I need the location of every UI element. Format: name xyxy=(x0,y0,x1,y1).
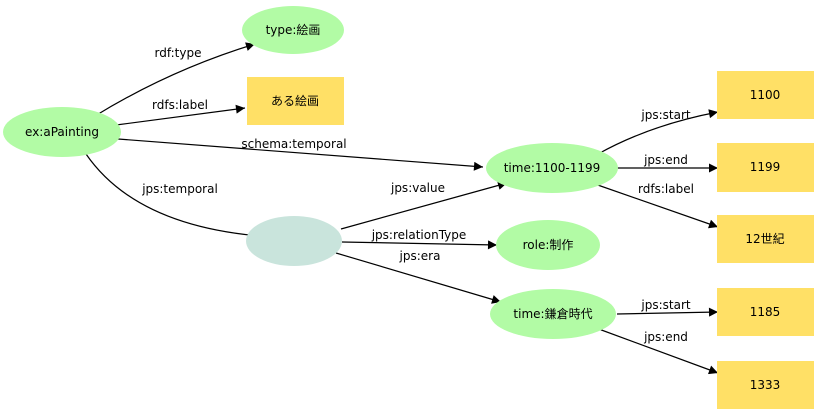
node-literal-12c: 12世紀 xyxy=(717,215,814,263)
node-label-literal-1100: 1100 xyxy=(750,88,781,102)
edge-label-jps-end-2: jps:end xyxy=(643,330,688,344)
node-label-literal-1185: 1185 xyxy=(750,305,781,319)
edge-rdfs-label: rdfs:label xyxy=(115,98,246,126)
node-label-role: role:制作 xyxy=(523,238,574,252)
edge-rdf-type: rdf:type xyxy=(94,42,256,117)
edge-label-jps-value: jps:value xyxy=(390,181,445,195)
node-time-kamakura: time:鎌倉時代 xyxy=(490,289,616,339)
node-literal-1333: 1333 xyxy=(717,361,814,409)
edge-jps-relationtype: jps:relationType xyxy=(341,228,498,250)
node-label-literal-12c: 12世紀 xyxy=(745,232,784,246)
edge-jps-era: jps:era xyxy=(335,249,502,304)
edge-jps-start-1: jps:start xyxy=(597,108,719,155)
node-label-literal-1333: 1333 xyxy=(750,378,781,392)
node-label-painting: ex:aPainting xyxy=(25,125,99,139)
node-literal-1100: 1100 xyxy=(717,71,814,119)
edge-schema-temporal: schema:temporal xyxy=(117,137,484,171)
node-literal-1199: 1199 xyxy=(717,143,814,192)
edge-jps-end-2: jps:end xyxy=(595,327,719,375)
node-label-time-kamakura: time:鎌倉時代 xyxy=(513,306,592,321)
edge-jps-start-2: jps:start xyxy=(616,298,719,317)
edge-jps-value: jps:value xyxy=(340,181,508,230)
edge-jps-temporal: jps:temporal xyxy=(85,153,260,240)
node-label-type: type:絵画 xyxy=(266,22,321,37)
node-label-label-literal: ある絵画 xyxy=(271,93,319,108)
node-label-literal-1199: 1199 xyxy=(750,160,781,174)
edge-label-jps-era: jps:era xyxy=(399,249,441,263)
edge-label-jps-start-1: jps:start xyxy=(640,108,690,122)
node-label-literal: ある絵画 xyxy=(247,77,344,125)
edge-label-jps-temporal: jps:temporal xyxy=(141,182,218,196)
edge-jps-end-1: jps:end xyxy=(614,153,718,173)
node-time-1100-1199: time:1100-1199 xyxy=(486,143,618,193)
edge-rdfs-label-2: rdfs:label xyxy=(591,182,719,229)
edge-label-rdf-type: rdf:type xyxy=(155,46,202,60)
edge-label-jps-relationtype: jps:relationType xyxy=(371,228,467,242)
edge-label-jps-start-2: jps:start xyxy=(640,298,690,312)
node-type: type:絵画 xyxy=(242,6,344,54)
node-blank xyxy=(246,216,342,266)
node-literal-1185: 1185 xyxy=(717,288,814,336)
node-label-time-1100-1199: time:1100-1199 xyxy=(504,161,601,175)
node-role: role:制作 xyxy=(496,220,600,270)
edge-label-schema-temporal: schema:temporal xyxy=(241,137,346,151)
edge-label-jps-end-1: jps:end xyxy=(643,153,688,167)
edge-label-rdfs-label-2: rdfs:label xyxy=(638,182,694,196)
node-painting: ex:aPainting xyxy=(3,107,121,157)
edge-label-rdfs-label: rdfs:label xyxy=(152,98,208,112)
